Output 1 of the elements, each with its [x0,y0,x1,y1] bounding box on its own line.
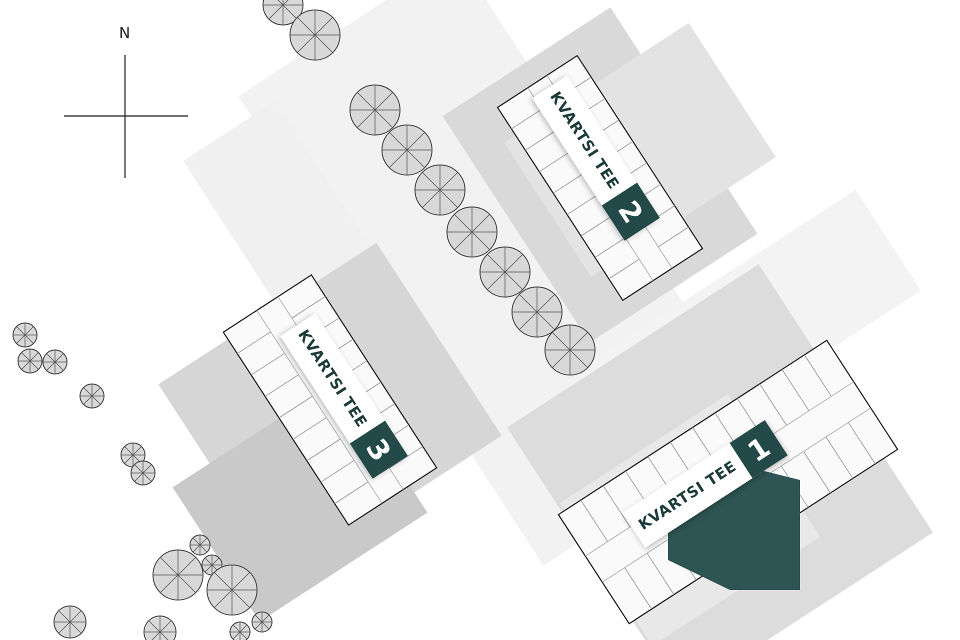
north-label: N [119,24,130,42]
